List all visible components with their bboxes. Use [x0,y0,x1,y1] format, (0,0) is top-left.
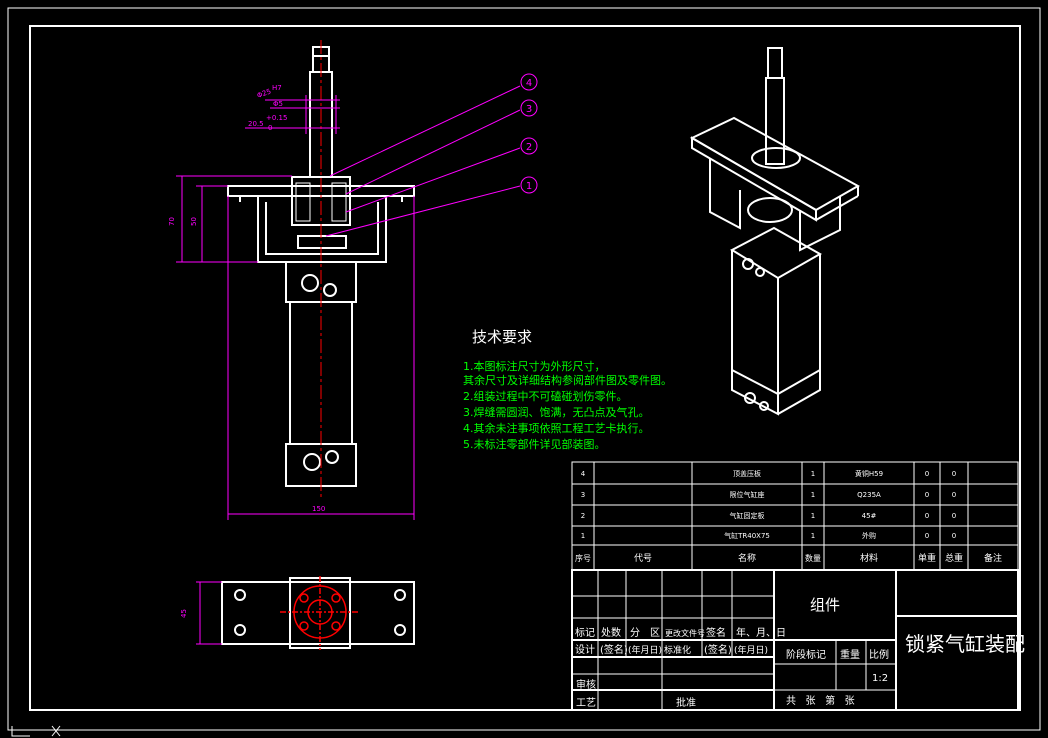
title-block-text: 组件 锁紧气缸装配 标记 处数 分 区 更改文件号 签名 年、月、日 设计 (签… [575,596,1025,709]
bom-r4-qty: 1 [811,532,815,540]
tb-r1-c3: 分 [630,627,640,639]
dim-phi25-tol: H7 [272,84,282,92]
bom-r4-name: 气缸TR40X75 [724,531,770,540]
note-line-4: 3.焊缝需圆润、饱满，无凸点及气孔。 [463,405,650,419]
bom-h-total: 总重 [945,552,963,564]
tb-r1-c5: 更改文件号 [665,628,705,638]
group-label: 组件 [810,596,840,614]
bom-h-no: 序号 [575,553,591,563]
dim-45: 45 [180,609,188,618]
bom-r1-qty: 1 [811,470,815,478]
bom-h-code: 代号 [634,553,652,564]
balloon-1: 1 [526,181,532,192]
bom-r2-total: 0 [952,491,956,499]
dim-70: 70 [168,217,176,226]
tb-r1-c2: 处数 [601,626,621,639]
tb-r2-c5: (签名) [704,643,732,656]
bom-r1-unit: 0 [925,470,929,478]
bom-r2-qty: 1 [811,491,815,499]
process-label: 工艺 [576,697,596,709]
front-dimensions [176,85,521,520]
bom-h-qty: 数量 [805,553,821,563]
title-block [571,569,1019,711]
bom-h-note: 备注 [984,552,1002,564]
drawing-name: 锁紧气缸装配 [905,632,1025,656]
tb-r1-c7: 年、月、日 [736,626,786,639]
bom-r2-no: 3 [581,491,585,499]
stage-label: 阶段标记 [786,648,826,661]
bom-r3-unit: 0 [925,512,929,520]
bom-header: 序号 代号 名称 数量 材料 单重 总重 备注 [575,552,1002,564]
bom-r3-total: 0 [952,512,956,520]
bom-rows: 4 顶盖压板 1 黄铜H59 0 0 3 限位气缸座 1 Q235A 0 0 2… [581,469,956,540]
bom-r3-name: 气缸固定板 [730,511,765,520]
bom-r2-name: 限位气缸座 [730,490,765,499]
tb-r2-c2: (签名) [600,643,628,656]
ucs-icon [11,725,61,737]
front-view [227,46,415,487]
dim-150: 150 [312,505,325,513]
dim-phi25: Φ25 [256,87,272,99]
scale-value: 1:2 [872,673,888,684]
bom-r1-total: 0 [952,470,956,478]
balloons [520,73,538,194]
weight-label: 重量 [840,648,860,661]
tb-r1-c1: 标记 [575,627,595,639]
bom-r1-name: 顶盖压板 [733,469,761,478]
sheets-label: 共 张 第 张 [786,694,855,707]
balloon-2: 2 [526,142,532,153]
bom-table [571,461,1019,571]
dim-20-5: 20.5 [248,120,264,128]
review-label: 审核 [576,678,596,691]
tb-r2-c1: 设计 [575,643,595,656]
bom-r1-material: 黄铜H59 [855,469,883,478]
note-line-6: 5.未标注零部件详见部装图。 [463,437,606,451]
tb-r1-c6: 签名 [706,626,726,639]
tb-r2-c4: 标准化 [664,644,691,656]
note-line-1: 1.本图标注尺寸为外形尺寸， [463,359,606,373]
bom-r4-unit: 0 [925,532,929,540]
balloon-4: 4 [526,78,532,89]
note-line-2: 其余尺寸及详细结构参阅部件图及零件图。 [463,373,672,387]
dim-50: 50 [190,217,198,226]
dim-20-5-lower: 0 [268,124,272,132]
tb-r2-c6: (年月日) [734,644,768,656]
bom-r4-no: 1 [581,532,585,540]
approve-label: 批准 [676,696,696,709]
tech-notes: 技术要求 1.本图标注尺寸为外形尺寸， 其余尺寸及详细结构参阅部件图及零件图。 … [463,328,672,451]
notes-title: 技术要求 [472,328,532,346]
inner-frame [29,25,1021,711]
tb-r1-c4: 区 [650,627,660,639]
bom-r2-material: Q235A [857,491,881,499]
bom-r4-material: 外购 [862,531,876,540]
dim-20-5-upper: +0.15 [266,114,287,122]
isometric-view [689,47,861,416]
outer-frame [7,7,1041,731]
bom-r2-unit: 0 [925,491,929,499]
bom-h-name: 名称 [738,552,756,564]
bom-r3-no: 2 [581,512,585,520]
tb-r2-c3: (年月日) [628,644,662,656]
balloon-3: 3 [526,104,532,115]
note-line-5: 4.其余未注事项依照工程工艺卡执行。 [463,421,650,435]
scale-label: 比例 [869,648,889,661]
bom-r1-no: 4 [581,470,586,478]
bom-r3-qty: 1 [811,512,815,520]
bom-r3-material: 45# [862,512,877,520]
bom-h-unit: 单重 [918,552,936,564]
top-view-circles [280,576,360,650]
bom-h-material: 材料 [860,552,878,564]
note-line-3: 2.组装过程中不可磕碰划伤零件。 [463,389,628,403]
bom-r4-total: 0 [952,532,956,540]
dim-phi5: Φ5 [273,100,283,108]
